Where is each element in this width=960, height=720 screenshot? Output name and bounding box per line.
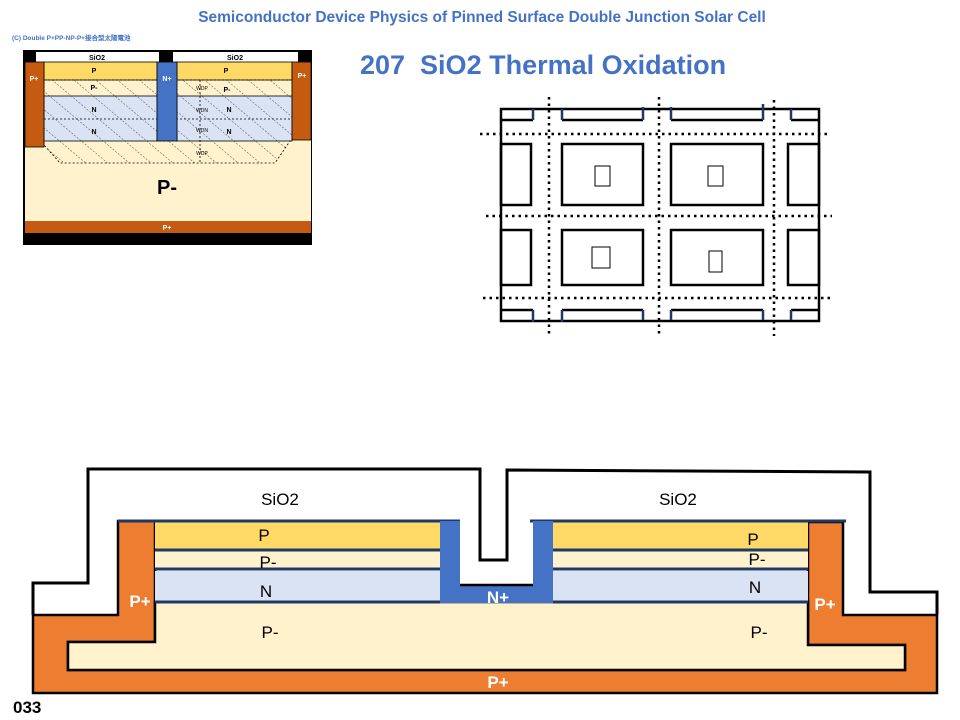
slide-title: Semiconductor Device Physics of Pinned S…	[198, 9, 766, 26]
xs-pplus-right: P+	[814, 595, 835, 614]
thumb-nplus: N+	[162, 76, 171, 83]
thumb-n2-right: N	[226, 129, 231, 136]
thumb-bulk: P-	[157, 177, 177, 199]
thumb-wdn-2: WDN	[196, 128, 208, 134]
thumb-wdp-bottom: WDP	[196, 151, 208, 157]
thumb-p-right: P	[224, 68, 229, 75]
thumb-n1-right: N	[226, 107, 231, 114]
xs-pplus-bottom: P+	[487, 673, 508, 692]
xs-nplus: N+	[487, 588, 509, 607]
xs-pminus-left: P-	[260, 553, 277, 572]
xs-pplus-left: P+	[129, 592, 150, 611]
thumb-pplus-right: P+	[298, 73, 307, 80]
contact-square	[708, 250, 723, 273]
cross-section: SiO2 SiO2 P P- N P- P P- N P- P+ P+ N+ P…	[31, 467, 939, 695]
xs-p-left: P	[258, 526, 269, 545]
thumb-n2-left: N	[91, 129, 96, 136]
thumb-n1-left: N	[91, 107, 96, 114]
thumb-p-left: P	[92, 68, 97, 75]
layout-top-view	[480, 97, 832, 336]
xs-pminus-right: P-	[749, 550, 766, 569]
xs-sio2-right: SiO2	[659, 490, 697, 509]
thumbnail-diagram: SiO2 SiO2 P P P- P- N N N N N+ P+ P+ P+ …	[23, 50, 312, 245]
xs-p-right: P	[747, 530, 758, 549]
thumb-wdn-1: WDN	[196, 108, 208, 114]
thumb-pminus-right: P-	[224, 87, 232, 94]
xs-n-right: N	[749, 578, 761, 597]
xs-sio2-left: SiO2	[261, 490, 299, 509]
contact-square	[591, 246, 611, 269]
contact-square	[594, 165, 611, 187]
sio2-outline	[31, 467, 939, 615]
thumb-pminus-left: P-	[91, 85, 99, 92]
xs-bulk-right: P-	[751, 623, 768, 642]
thumbnail-caption: (C) Double P+PP-NP-P+接合型太陽電池	[12, 33, 131, 42]
thumb-pplus-bottom: P+	[163, 225, 172, 232]
contact-square	[707, 165, 724, 187]
slide-number: 033	[13, 698, 41, 717]
xs-n-left: N	[260, 582, 272, 601]
thumb-wdp-top: WDP	[196, 86, 208, 92]
thumb-pplus-left: P+	[30, 76, 39, 83]
thumb-sio2-left: SiO2	[89, 55, 105, 62]
section-heading: 207 SiO2 Thermal Oxidation	[360, 50, 726, 80]
pminus-bulk	[66, 600, 907, 672]
nplus-region	[440, 521, 553, 603]
thumb-sio2-right: SiO2	[227, 55, 243, 62]
xs-bulk-left: P-	[262, 623, 279, 642]
